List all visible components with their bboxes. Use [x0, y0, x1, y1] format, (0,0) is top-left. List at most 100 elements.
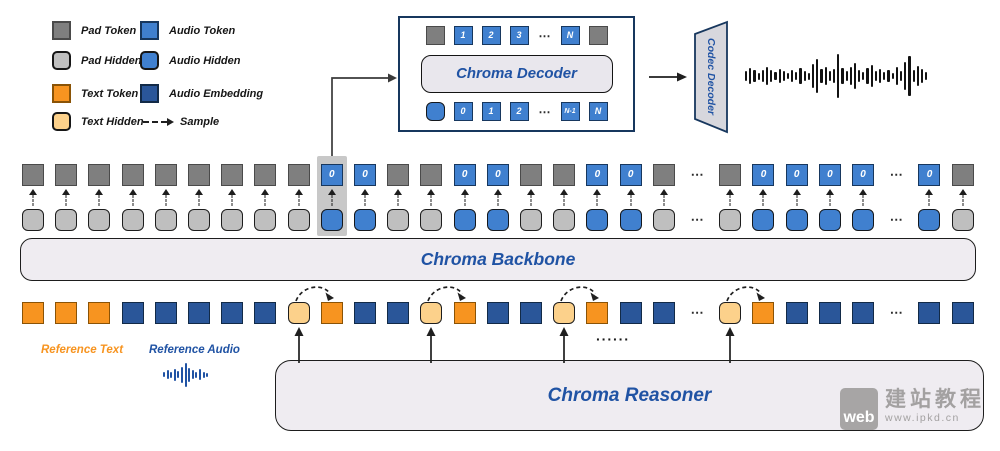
waveform-bar	[803, 71, 806, 81]
legend-label: Audio Embedding	[169, 87, 264, 100]
reasoner-row-cell	[188, 302, 211, 324]
waveform-bar	[820, 69, 823, 83]
waveform-bar	[799, 68, 802, 84]
text-token	[752, 302, 775, 324]
ellipsis: ⋯	[889, 305, 903, 320]
hidden-to-token-arrow-icon	[493, 189, 503, 206]
reasoner-row-cell: ⋯	[686, 302, 708, 324]
audio-hidden-state	[486, 209, 509, 231]
waveform-bar	[849, 67, 852, 85]
audio-embedding	[951, 302, 974, 324]
sample-arc-arrow-icon	[560, 286, 600, 302]
audio-token: N	[560, 26, 580, 45]
audio-token-swatch-icon	[140, 21, 159, 40]
audio-token: 0	[752, 164, 775, 186]
hidden-to-token-arrow-icon	[327, 189, 337, 206]
codec-decoder: Codec Decoder	[694, 20, 728, 134]
reasoner-row-cell	[22, 302, 44, 324]
audio-hidden-state	[425, 102, 445, 121]
reasoner-row-cell	[254, 302, 277, 324]
backbone-column	[55, 164, 78, 231]
backbone-column: 0	[852, 164, 875, 231]
waveform-bar	[862, 72, 865, 80]
sample-arc-arrow-icon	[294, 286, 334, 302]
pad-hidden-state	[188, 209, 211, 231]
waveform-bar	[202, 371, 205, 378]
audio-embedding	[354, 302, 377, 324]
token-label: 0	[627, 169, 634, 180]
waveform-bar	[778, 69, 781, 83]
legend-item-text-hidden: Text Hidden	[52, 112, 144, 131]
waveform-bar	[812, 64, 815, 88]
reasoner-output-arrow-icon	[426, 327, 436, 363]
audio-embedding	[486, 302, 509, 324]
waveform-bar	[887, 70, 890, 82]
audio-token: 0	[453, 102, 473, 121]
text-hidden-state	[420, 302, 443, 324]
pad-hidden-state	[88, 209, 111, 231]
ellipsis: ⋯	[889, 167, 903, 182]
text-token	[453, 302, 476, 324]
text-hidden-swatch-icon	[52, 112, 71, 131]
backbone-column	[652, 164, 675, 231]
pad-token	[719, 164, 742, 186]
reasoner-ellipsis: ······	[596, 331, 630, 347]
watermark: web 建站教程 www.ipkd.cn	[840, 388, 985, 430]
audio-token: 0	[320, 164, 343, 186]
waveform-bar	[904, 62, 907, 90]
reasoner-token-row: ⋯⋯	[22, 286, 974, 363]
audio-token: N	[588, 102, 608, 121]
pad-token	[88, 164, 111, 186]
reasoner-row-cell	[918, 302, 941, 324]
waveform-bar	[879, 69, 882, 83]
pad-token	[553, 164, 576, 186]
ellipsis: ⋯	[690, 212, 704, 227]
hidden-to-token-arrow-icon	[758, 189, 768, 206]
audio-token: 1	[453, 26, 473, 45]
token-label: 0	[827, 169, 833, 180]
waveform-bar	[832, 69, 836, 83]
text-token	[320, 302, 343, 324]
pad-hidden-state	[520, 209, 543, 231]
backbone-column	[254, 164, 277, 231]
backbone-column: 0	[818, 164, 841, 231]
text-token	[586, 302, 609, 324]
waveform-bar	[828, 71, 831, 81]
reference-audio-waveform-icon	[163, 361, 211, 388]
legend-label: Audio Hidden	[169, 54, 241, 67]
waveform-bar	[170, 371, 173, 378]
reference-audio-label: Reference Audio	[149, 344, 240, 356]
pad-token	[254, 164, 277, 186]
waveform-bar	[184, 362, 187, 387]
backbone-column	[221, 164, 244, 231]
hidden-to-token-arrow-icon	[128, 189, 138, 206]
chroma-backbone-box: Chroma Backbone	[20, 238, 976, 281]
audio-embedding	[154, 302, 177, 324]
legend-item-audio-embedding: Audio Embedding	[140, 84, 263, 103]
reasoner-row-cell	[320, 302, 343, 324]
hidden-to-token-arrow-icon	[825, 189, 835, 206]
watermark-url: www.ipkd.cn	[885, 412, 960, 425]
codec-decoder-label: Codec Decoder	[705, 38, 717, 116]
legend-label: Pad Hidden	[81, 54, 142, 67]
token-label: 0	[362, 169, 368, 180]
hidden-to-token-arrow-icon	[294, 189, 304, 206]
audio-embedding	[121, 302, 144, 324]
waveform-bar	[841, 68, 844, 84]
waveform-bar	[816, 59, 819, 93]
waveform-bar	[791, 70, 794, 82]
reasoner-row-cell	[553, 286, 600, 363]
reasoner-row-cell	[652, 302, 675, 324]
waveform-bar	[920, 69, 924, 83]
legend-label: Sample	[180, 115, 220, 128]
waveform-bar	[845, 71, 848, 81]
legend-item-audio-hidden: Audio Hidden	[140, 51, 241, 70]
reasoner-row-cell	[486, 302, 509, 324]
waveform-bar	[782, 71, 785, 81]
hidden-to-token-arrow-icon	[161, 189, 171, 206]
audio-token: 1	[481, 102, 501, 121]
chroma-decoder-box: Chroma Decoder	[420, 54, 613, 93]
waveform-bar	[895, 67, 898, 85]
hidden-to-token-arrow-icon	[94, 189, 104, 206]
reasoner-row-cell	[785, 302, 808, 324]
